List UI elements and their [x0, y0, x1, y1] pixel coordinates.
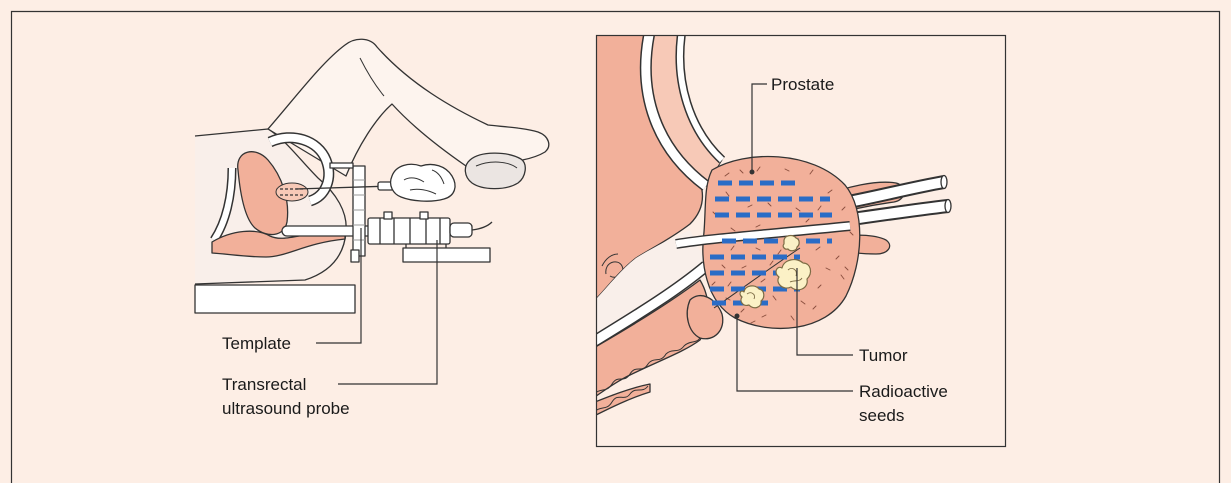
stepper-knob-right	[420, 212, 428, 219]
label-template: Template	[222, 334, 291, 353]
leader-seeds-dot	[735, 314, 740, 319]
leg-stirrup	[465, 153, 525, 189]
stepper-knob-left	[384, 212, 392, 219]
probe-handle	[450, 223, 472, 237]
label-tumor: Tumor	[859, 346, 908, 365]
right-illustration: Prostate Tumor Radioactive seeds	[590, 30, 1006, 447]
template-top-arm	[330, 163, 353, 168]
label-probe-line-2: ultrasound probe	[222, 399, 350, 418]
physician-hand	[391, 164, 455, 201]
stepper-base	[403, 248, 490, 262]
vas-deferens-upper-end	[941, 176, 947, 189]
vas-deferens-lower-end	[945, 200, 951, 213]
label-probe-line-1: Transrectal	[222, 375, 306, 394]
leader-prostate-dot	[750, 170, 755, 175]
prostate-small	[276, 183, 308, 201]
label-prostate: Prostate	[771, 75, 834, 94]
procedure-table	[195, 285, 355, 313]
label-seeds-line-1: Radioactive	[859, 382, 948, 401]
left-illustration: Template Transrectal ultrasound probe	[195, 39, 549, 418]
template-clamp	[351, 250, 359, 262]
label-probe: Transrectal ultrasound probe	[222, 375, 350, 418]
tumor-small	[783, 236, 799, 251]
label-seeds-line-2: seeds	[859, 406, 904, 425]
probe-cable	[472, 222, 492, 230]
